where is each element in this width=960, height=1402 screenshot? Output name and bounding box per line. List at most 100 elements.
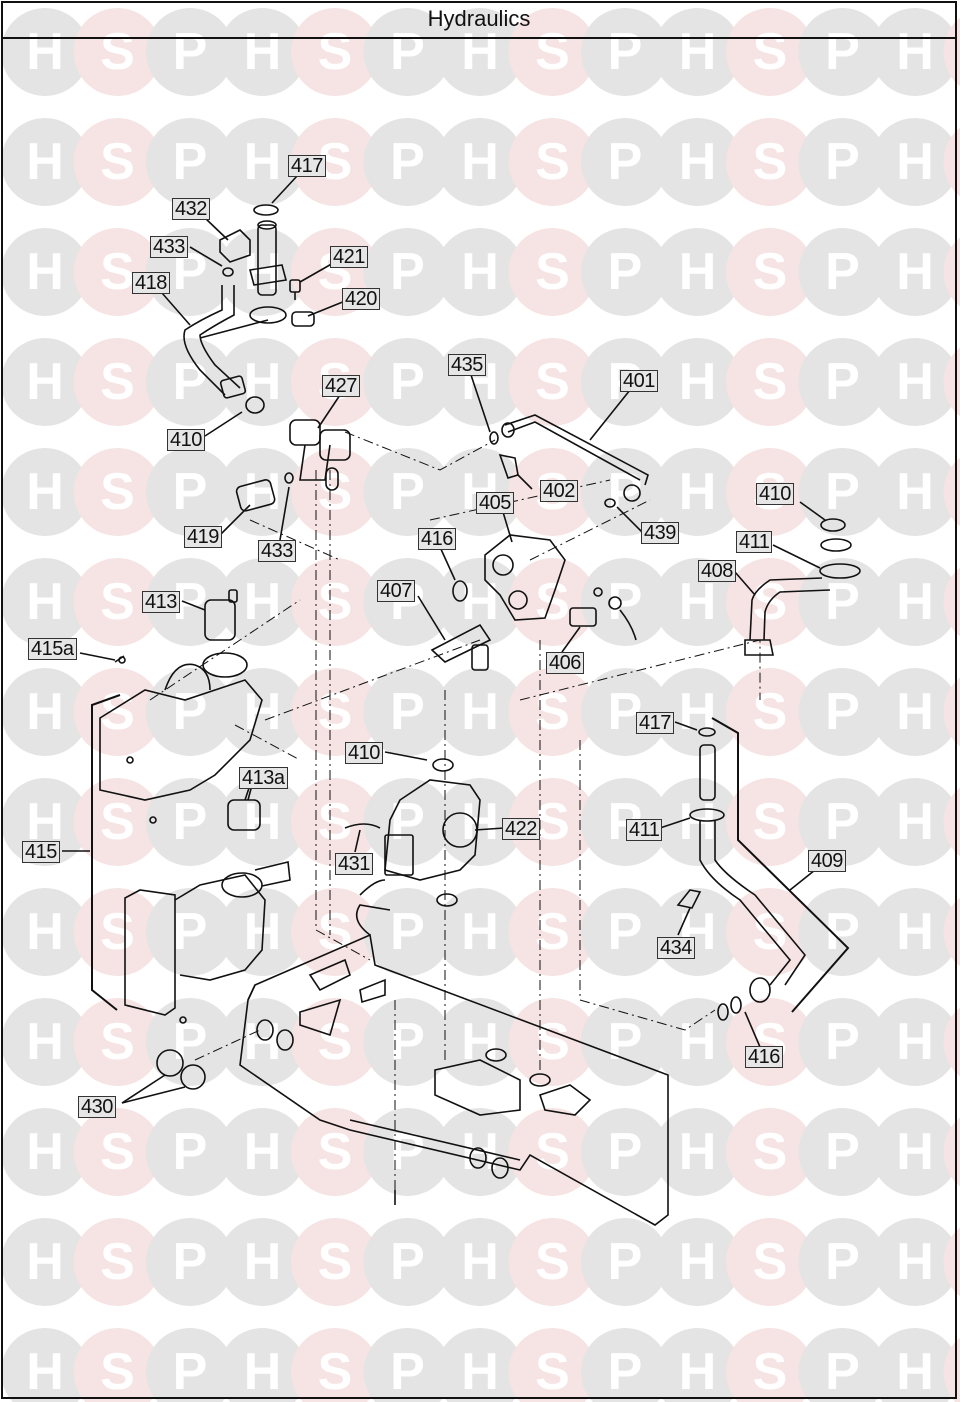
watermark-letter: H: [896, 133, 934, 191]
part-label-439[interactable]: 439: [641, 522, 679, 544]
watermark-letter: H: [244, 793, 282, 851]
watermark-circle: [798, 888, 887, 976]
watermark-letter: H: [896, 683, 934, 741]
part-432-clip: [219, 229, 251, 263]
part-label-415a[interactable]: 415a: [28, 638, 77, 660]
watermark-circle: [653, 1328, 742, 1402]
part-label-406[interactable]: 406: [546, 652, 584, 674]
watermark-circle: [581, 1218, 669, 1306]
part-427-tee-fitting: [289, 419, 351, 491]
watermark-letter: H: [896, 903, 934, 961]
watermark-letter: S: [535, 1343, 570, 1401]
watermark-letter: H: [244, 1013, 282, 1071]
watermark-letter: S: [318, 1013, 353, 1071]
watermark-letter: S: [753, 353, 788, 411]
part-label-408[interactable]: 408: [698, 560, 736, 582]
watermark-letter: H: [679, 1343, 717, 1401]
watermark-circle: [146, 888, 234, 976]
part-408-pipe: [744, 577, 831, 656]
watermark-letter: H: [26, 1013, 64, 1071]
part-label-409[interactable]: 409: [808, 850, 846, 872]
part-label-433[interactable]: 433: [150, 236, 188, 258]
watermark-circle: [871, 998, 959, 1086]
watermark-letter: S: [753, 1233, 788, 1291]
watermark-circle: [798, 1328, 887, 1402]
part-label-410[interactable]: 410: [345, 742, 383, 764]
part-label-401[interactable]: 401: [620, 370, 658, 392]
watermark-circle: [436, 8, 524, 96]
part-label-413[interactable]: 413: [142, 591, 180, 613]
part-label-410[interactable]: 410: [167, 429, 205, 451]
watermark-circle: [798, 448, 887, 536]
watermark-letter: P: [825, 23, 860, 81]
part-label-432[interactable]: 432: [172, 198, 210, 220]
part-label-416[interactable]: 416: [418, 528, 456, 550]
watermark-letter: H: [461, 243, 499, 301]
watermark-letter: S: [100, 683, 135, 741]
watermark-letter: H: [244, 573, 282, 631]
watermark-circle: [726, 1108, 814, 1196]
watermark-circle: [291, 668, 379, 756]
part-420-clip: [291, 311, 315, 327]
watermark-circle: [218, 1108, 307, 1196]
part-label-427[interactable]: 427: [322, 375, 360, 397]
part-label-411[interactable]: 411: [626, 819, 663, 841]
part-label-433[interactable]: 433: [258, 540, 296, 562]
part-label-411[interactable]: 411: [736, 531, 773, 553]
watermark-circle: [436, 1108, 524, 1196]
watermark-circle: [73, 778, 162, 866]
part-label-402[interactable]: 402: [540, 480, 578, 502]
watermark-circle: [508, 778, 597, 866]
part-label-415[interactable]: 415: [22, 841, 60, 863]
watermark-letter: H: [244, 463, 282, 521]
part-label-417[interactable]: 417: [636, 712, 674, 734]
watermark-letter: S: [318, 683, 353, 741]
watermark-letter: S: [753, 1343, 788, 1401]
watermark-letter: H: [461, 573, 499, 631]
watermark-letter: H: [679, 1013, 717, 1071]
watermark-letter: H: [26, 1233, 64, 1291]
watermark-letter: P: [390, 793, 425, 851]
part-label-435[interactable]: 435: [448, 354, 486, 376]
part-430-grommets: [156, 1049, 206, 1090]
watermark-letter: P: [390, 463, 425, 521]
watermark-letter: H: [679, 1233, 717, 1291]
watermark-letter: H: [26, 903, 64, 961]
watermark-circle: [218, 1328, 307, 1402]
watermark-letter: P: [825, 1013, 860, 1071]
part-label-430[interactable]: 430: [78, 1096, 116, 1118]
watermark-letter: S: [100, 463, 135, 521]
part-label-407[interactable]: 407: [377, 580, 415, 602]
part-u-clip: [254, 861, 291, 887]
watermark-letter: P: [390, 353, 425, 411]
watermark-circle: [1, 998, 89, 1086]
part-label-416[interactable]: 416: [745, 1046, 783, 1068]
watermark-circle: [581, 668, 669, 756]
part-label-405[interactable]: 405: [476, 492, 514, 514]
part-label-419[interactable]: 419: [184, 526, 222, 548]
part-label-410[interactable]: 410: [756, 483, 794, 505]
part-label-413a[interactable]: 413a: [239, 767, 288, 789]
watermark-letter: H: [244, 1343, 282, 1401]
part-label-434[interactable]: 434: [657, 937, 695, 959]
watermark-circle: [363, 668, 452, 756]
watermark-letter: S: [535, 353, 570, 411]
part-label-431[interactable]: 431: [335, 853, 373, 875]
part-label-422[interactable]: 422: [502, 818, 540, 840]
part-label-420[interactable]: 420: [342, 288, 380, 310]
watermark-circle: [291, 1328, 379, 1402]
watermark-circle: [798, 1218, 887, 1306]
base-plate: [239, 904, 669, 1226]
part-label-421[interactable]: 421: [330, 246, 368, 268]
part-label-417[interactable]: 417: [288, 155, 326, 177]
part-label-418[interactable]: 418: [132, 272, 170, 294]
watermark-circle: [73, 228, 162, 316]
watermark-letter: S: [318, 1123, 353, 1181]
watermark-letter: S: [100, 353, 135, 411]
watermark-letter: S: [318, 1343, 353, 1401]
watermark-circle: [73, 338, 162, 426]
watermark-circle: [726, 668, 814, 756]
watermark-letter: P: [825, 793, 860, 851]
watermark-circle: [581, 448, 669, 536]
watermark-circle: [581, 558, 669, 646]
